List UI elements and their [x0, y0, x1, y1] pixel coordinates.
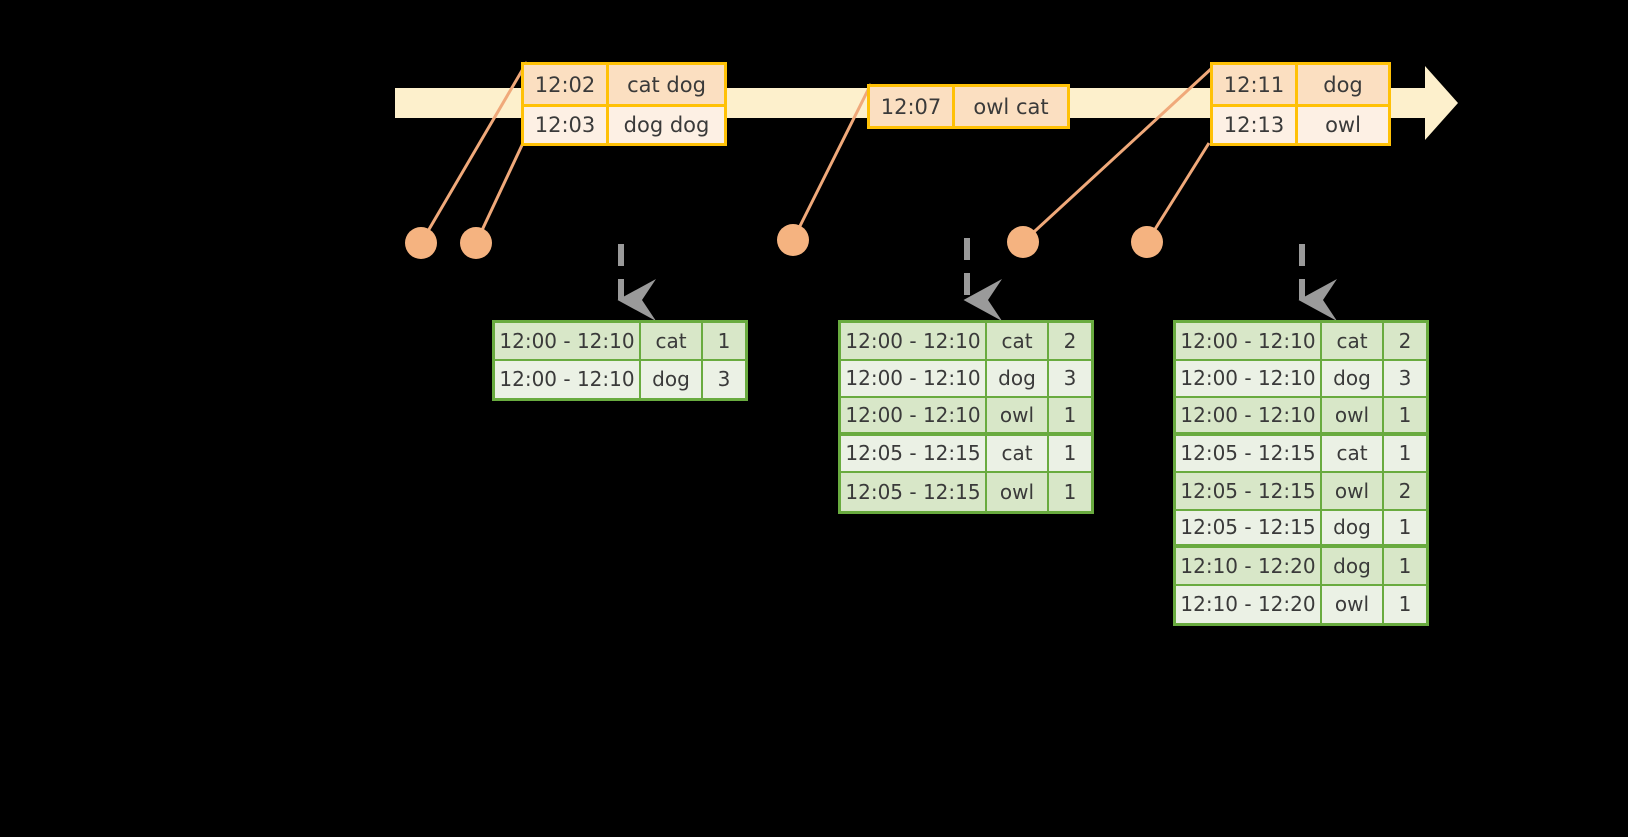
event-payload: dog	[1298, 65, 1388, 104]
cell-window: 12:05 - 12:15	[841, 435, 987, 473]
cell-key: cat	[987, 435, 1049, 473]
cell-window: 12:05 - 12:15	[1176, 435, 1322, 473]
cell-window: 12:10 - 12:20	[1176, 585, 1322, 623]
event-box-left[interactable]: 12:02 cat dog 12:03 dog dog	[521, 62, 727, 146]
cell-count: 3	[703, 360, 745, 398]
cell-key: dog	[641, 360, 703, 398]
connector-dot-1	[405, 227, 437, 259]
cell-key: owl	[1322, 398, 1384, 436]
cell-window: 12:00 - 12:10	[841, 360, 987, 398]
cell-count: 1	[1049, 473, 1091, 511]
event-box-right[interactable]: 12:11 dog 12:13 owl	[1210, 62, 1391, 146]
cell-key: dog	[1322, 360, 1384, 398]
event-box-middle[interactable]: 12:07 owl cat	[867, 84, 1070, 129]
cell-count: 1	[1049, 435, 1091, 473]
cell-count: 1	[1384, 510, 1426, 548]
cell-key: owl	[1322, 585, 1384, 623]
event-time: 12:11	[1213, 65, 1298, 104]
cell-window: 12:05 - 12:15	[1176, 473, 1322, 511]
event-row[interactable]: 12:11 dog	[1213, 65, 1388, 104]
cell-count: 2	[1384, 323, 1426, 361]
event-time: 12:07	[870, 87, 955, 126]
cell-window: 12:00 - 12:10	[495, 323, 641, 361]
connector-line-2	[474, 142, 525, 244]
cell-key: owl	[987, 473, 1049, 511]
cell-window: 12:00 - 12:10	[1176, 323, 1322, 361]
event-payload: cat dog	[609, 65, 724, 104]
connector-line-5	[1145, 142, 1211, 243]
cell-count: 1	[1384, 435, 1426, 473]
cell-key: owl	[987, 398, 1049, 436]
cell-window: 12:05 - 12:15	[841, 473, 987, 511]
cell-key: cat	[987, 323, 1049, 361]
connector-dot-2	[460, 227, 492, 259]
cell-window: 12:00 - 12:10	[1176, 398, 1322, 436]
cell-window: 12:00 - 12:10	[841, 323, 987, 361]
cell-key: dog	[987, 360, 1049, 398]
event-row[interactable]: 12:07 owl cat	[870, 87, 1067, 126]
event-time: 12:13	[1213, 107, 1298, 143]
cell-count: 1	[1384, 398, 1426, 436]
connector-dot-5	[1131, 226, 1163, 258]
cell-count: 3	[1049, 360, 1091, 398]
event-row[interactable]: 12:03 dog dog	[524, 104, 724, 143]
connector-dot-4	[1007, 226, 1039, 258]
connector-lines	[419, 61, 1214, 244]
connector-line-3	[791, 83, 873, 241]
event-time: 12:03	[524, 107, 609, 143]
connector-dot-3	[777, 224, 809, 256]
cell-window: 12:00 - 12:10	[1176, 360, 1322, 398]
cell-count: 2	[1049, 323, 1091, 361]
cell-count: 1	[1049, 398, 1091, 436]
connector-line-1	[419, 61, 529, 244]
connector-dots	[405, 224, 1163, 259]
cell-key: owl	[1322, 473, 1384, 511]
cell-key: dog	[1322, 548, 1384, 586]
cell-key: cat	[1322, 435, 1384, 473]
cell-count: 1	[703, 323, 745, 361]
event-payload: owl cat	[955, 87, 1067, 126]
cell-count: 1	[1384, 548, 1426, 586]
connector-line-4	[1021, 66, 1214, 244]
cell-key: dog	[1322, 510, 1384, 548]
cell-window: 12:10 - 12:20	[1176, 548, 1322, 586]
event-payload: owl	[1298, 107, 1388, 143]
cell-key: cat	[641, 323, 703, 361]
cell-count: 3	[1384, 360, 1426, 398]
event-row[interactable]: 12:13 owl	[1213, 104, 1388, 143]
cell-window: 12:00 - 12:10	[841, 398, 987, 436]
cell-count: 1	[1384, 585, 1426, 623]
cell-key: cat	[1322, 323, 1384, 361]
cell-window: 12:05 - 12:15	[1176, 510, 1322, 548]
event-time: 12:02	[524, 65, 609, 104]
event-row[interactable]: 12:02 cat dog	[524, 65, 724, 104]
cell-window: 12:00 - 12:10	[495, 360, 641, 398]
cell-count: 2	[1384, 473, 1426, 511]
event-payload: dog dog	[609, 107, 724, 143]
dashed-arrows	[617, 238, 1337, 321]
